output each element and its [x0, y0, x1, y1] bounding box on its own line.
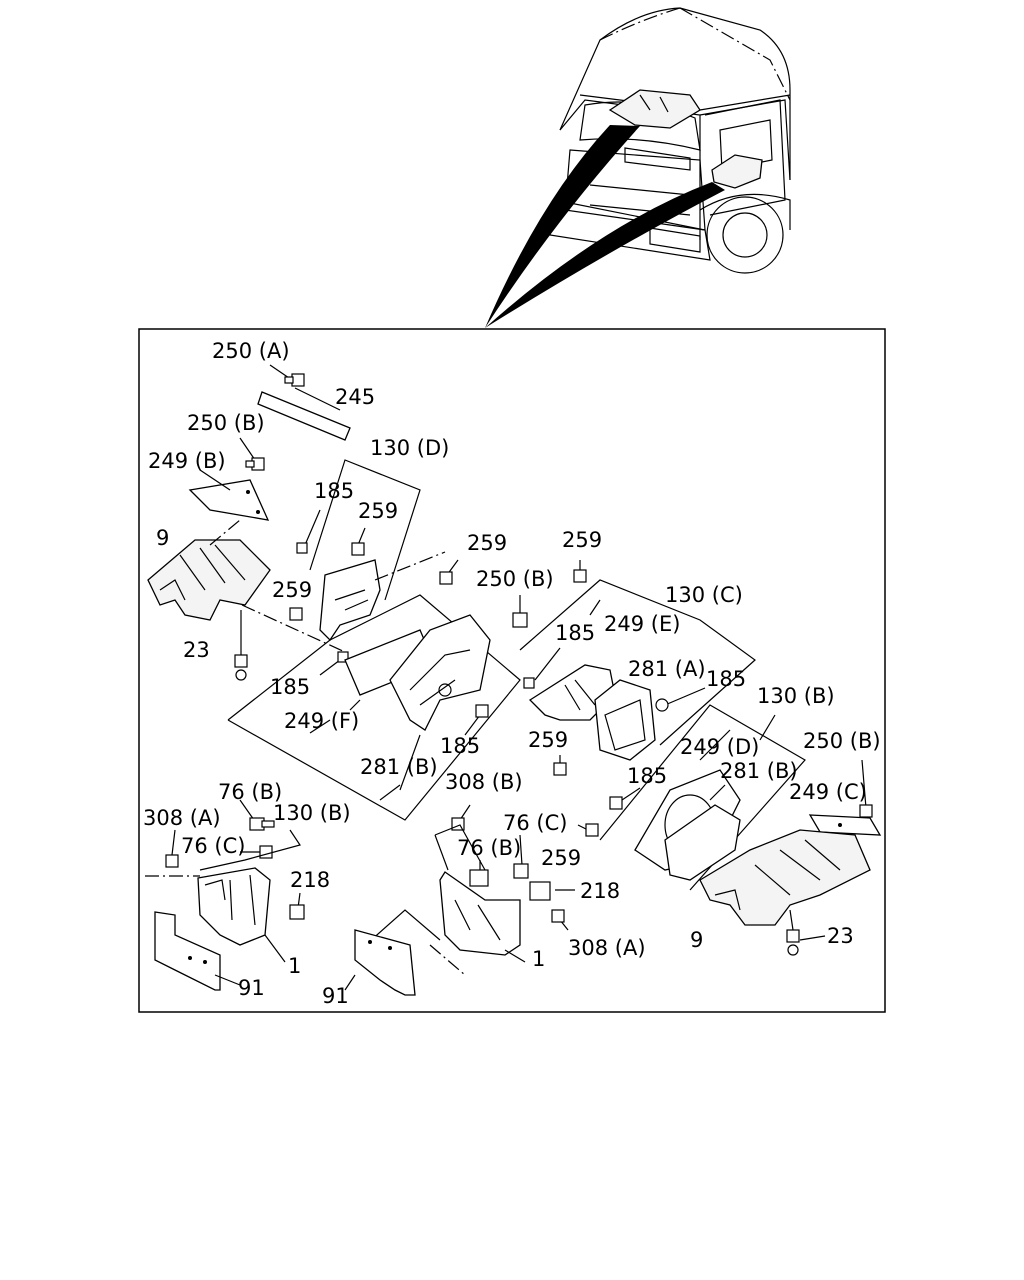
label-281a: 281 (A) [628, 657, 706, 681]
label-9: 9 [690, 928, 703, 952]
bracket-281b-left [389, 614, 491, 731]
label-218: 218 [580, 879, 620, 903]
label-185: 185 [314, 479, 354, 503]
bracket-281b-right [664, 804, 741, 881]
screw-23-icon [234, 654, 248, 681]
label-245: 245 [335, 385, 375, 409]
label-250a: 250 (A) [212, 339, 290, 363]
bolt-218-icon [289, 904, 305, 920]
lower-left-assembly [145, 799, 305, 991]
label-249f: 249 (F) [284, 709, 359, 733]
label-185: 185 [627, 764, 667, 788]
label-91: 91 [322, 984, 349, 1008]
label-259: 259 [272, 578, 312, 602]
label-250b: 250 (B) [187, 411, 265, 435]
bracket-281a [594, 679, 656, 761]
bracket-upper-left [319, 559, 381, 642]
right-kit-130b [577, 704, 806, 891]
bolt-76b-icon [469, 869, 489, 887]
label-249e: 249 (E) [604, 612, 680, 636]
bolt-250a-icon [284, 373, 305, 387]
label-249d: 249 (D) [680, 735, 759, 759]
label-259: 259 [562, 528, 602, 552]
label-23: 23 [183, 638, 210, 662]
label-249c: 249 (C) [789, 780, 867, 804]
label-281b: 281 (B) [360, 755, 438, 779]
plate-249c [808, 814, 882, 836]
bolt-250b-icon [245, 457, 265, 471]
label-1: 1 [288, 954, 301, 978]
lower-middle-assembly [344, 804, 575, 996]
label-1: 1 [532, 947, 545, 971]
bolt-259-icon [289, 607, 303, 621]
clip-185-icon [609, 796, 623, 810]
label-308b: 308 (B) [445, 770, 523, 794]
bolt-259-icon [585, 823, 599, 837]
label-130c: 130 (C) [665, 583, 743, 607]
bolt-76c-icon [513, 863, 529, 879]
label-259: 259 [541, 846, 581, 870]
right-kit-130c [512, 560, 756, 776]
label-185: 185 [270, 675, 310, 699]
label-281b: 281 (B) [720, 759, 798, 783]
label-76b: 76 (B) [457, 836, 521, 860]
cover-9 [147, 539, 271, 621]
screw-23-icon [786, 929, 800, 956]
label-76b: 76 (B) [218, 780, 282, 804]
label-185: 185 [440, 734, 480, 758]
label-130b: 130 (B) [757, 684, 835, 708]
label-259: 259 [467, 531, 507, 555]
clip-185-icon [337, 651, 349, 663]
label-76c: 76 (C) [181, 834, 245, 858]
callout-labels: 250 (A) 245 250 (B) 130 (D) 249 (B) 185 … [143, 339, 881, 1008]
bracket-1 [197, 867, 271, 946]
left-kit-130b [227, 594, 521, 821]
label-76c: 76 (C) [503, 811, 567, 835]
bolt-250b-icon [859, 804, 873, 818]
cover-9 [699, 829, 871, 926]
bolt-76c-icon [259, 845, 273, 859]
bolt-218-icon [529, 881, 551, 901]
label-308a: 308 (A) [143, 806, 221, 830]
clip-185-icon [296, 542, 308, 554]
shield-91 [354, 929, 416, 996]
bolt-259-icon [573, 569, 587, 583]
label-9: 9 [156, 526, 169, 550]
label-249b: 249 (B) [148, 449, 226, 473]
label-308a: 308 (A) [568, 936, 646, 960]
truck-cab-illustration [485, 7, 791, 328]
clip-185-icon [523, 677, 535, 689]
label-91: 91 [238, 976, 265, 1000]
label-130d: 130 (D) [370, 436, 449, 460]
label-250b: 250 (B) [476, 567, 554, 591]
shield-91 [154, 911, 221, 991]
bolt-259-icon [439, 571, 453, 585]
bolt-250b-icon [512, 612, 528, 628]
label-185: 185 [706, 667, 746, 691]
label-185: 185 [555, 621, 595, 645]
right-cover-assembly [699, 759, 882, 956]
label-259: 259 [528, 728, 568, 752]
bolt-308a-icon [551, 909, 565, 923]
bolt-308a-icon [165, 854, 179, 868]
label-259: 259 [358, 499, 398, 523]
bracket-245 [257, 391, 351, 441]
label-218: 218 [290, 868, 330, 892]
detail-frame [138, 328, 886, 1013]
bolt-259-icon [351, 542, 365, 556]
bracket-1 [439, 871, 521, 956]
label-250b: 250 (B) [803, 729, 881, 753]
clip-185-icon [475, 704, 489, 718]
plate-249b [188, 479, 270, 521]
label-130b: 130 (B) [273, 801, 351, 825]
bolt-259-icon [553, 762, 567, 776]
label-23: 23 [827, 924, 854, 948]
clip-185-icon [655, 698, 669, 712]
left-cover-assembly [147, 364, 459, 681]
